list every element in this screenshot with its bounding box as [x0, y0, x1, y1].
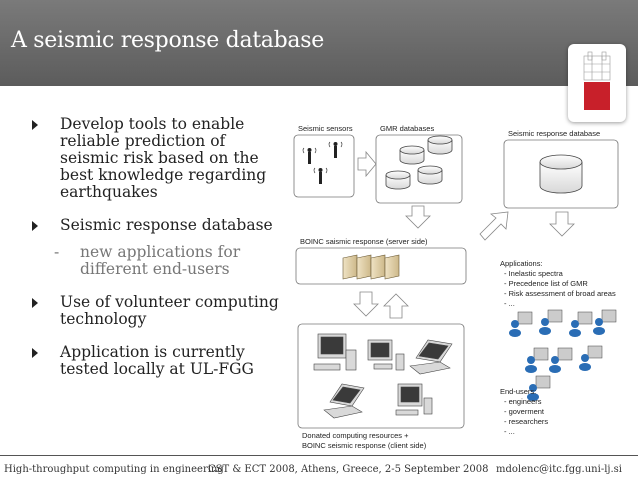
bullet-item: Use of volunteer computing technology	[30, 294, 280, 328]
bullet-arrow-icon	[32, 221, 38, 231]
sub-bullet-item: - new applications for different end-use…	[30, 244, 280, 278]
end-user-icon	[509, 309, 617, 401]
database-cylinder-icon	[539, 154, 583, 194]
end-users-title: End-users:	[500, 387, 536, 396]
end-user-item: - goverment	[504, 407, 545, 416]
flow-arrow-icon	[357, 150, 377, 178]
end-user-item: - ...	[504, 427, 515, 436]
footer-center-text: CST & ECT 2008, Athens, Greece, 2-5 Sept…	[208, 464, 489, 475]
bullet-arrow-icon	[32, 298, 38, 308]
bullet-item: Application is currently tested locally …	[30, 344, 280, 378]
end-user-item: - engineers	[504, 397, 542, 406]
bullet-text: Seismic response database	[60, 216, 273, 234]
bullet-item: Develop tools to enable reliable predict…	[30, 116, 280, 201]
donated-resources-label: Donated computing resources +	[302, 431, 409, 440]
desktop-computer-icon	[313, 333, 405, 371]
bullet-item: Seismic response database	[30, 217, 280, 234]
flow-arrow-icon	[479, 211, 509, 241]
flow-arrow-icon	[383, 293, 409, 319]
bullet-text: Application is currently tested locally …	[60, 343, 254, 378]
laptop-icon	[323, 339, 453, 419]
bullet-arrow-icon	[32, 348, 38, 358]
desktop-computer-icon	[395, 383, 433, 416]
server-rack-icon	[342, 254, 400, 280]
page-title: A seismic response database	[11, 28, 324, 53]
database-cylinder-icon	[385, 135, 453, 190]
bullet-text: Develop tools to enable reliable predict…	[60, 115, 267, 201]
boinc-server-label: BOINC saismic response (server side)	[300, 237, 428, 246]
application-item: - Inelastic spectra	[504, 269, 564, 278]
footer-left-text: High-throughput computing in engineering	[4, 464, 224, 475]
seismic-response-db-label: Seismic response database	[508, 129, 600, 138]
sensor-antenna-icon	[307, 142, 338, 184]
application-item: - ...	[504, 299, 515, 308]
boinc-client-label: BOINC seismic response (client side)	[302, 441, 427, 450]
university-logo	[568, 44, 626, 122]
gmr-databases-label: GMR databases	[380, 124, 434, 133]
flow-arrow-icon	[405, 205, 431, 229]
seismic-sensors-label: Seismic sensors	[298, 124, 353, 133]
dash-marker: -	[54, 243, 60, 261]
application-item: - Risk assessment of broad areas	[504, 289, 616, 298]
application-item: - Precedence list of GMR	[504, 279, 588, 288]
seismic-sensors-box	[293, 134, 355, 198]
applications-title: Applications:	[500, 259, 543, 268]
bullet-arrow-icon	[32, 120, 38, 130]
bullet-list: Develop tools to enable reliable predict…	[30, 116, 280, 394]
bullet-text: Use of volunteer computing technology	[60, 293, 279, 328]
architecture-diagram: Seismic sensors GMR databases Seismic re…	[293, 124, 619, 450]
end-user-item: - researchers	[504, 417, 548, 426]
flow-arrow-icon	[353, 291, 379, 317]
title-bar: A seismic response database	[0, 0, 638, 86]
footer-right-text: mdolenc@itc.fgg.uni-lj.si	[496, 464, 623, 475]
flow-arrow-icon	[549, 211, 575, 237]
footer-bar: High-throughput computing in engineering…	[0, 455, 638, 480]
sub-bullet-text: new applications for different end-users	[80, 243, 241, 278]
